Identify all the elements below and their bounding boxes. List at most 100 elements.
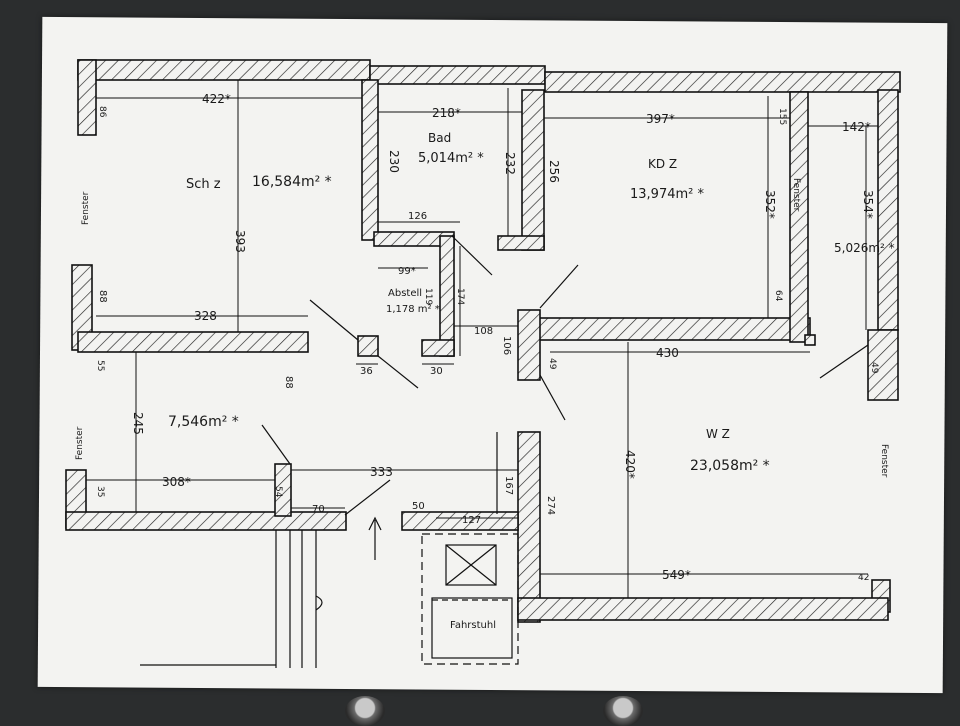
- room-name-wz: W Z: [706, 427, 730, 441]
- wall-right-mid: [867, 329, 899, 401]
- window-left-lower: Fenster: [75, 426, 85, 460]
- dim-70: 70: [312, 504, 325, 515]
- room-name-bad: Bad: [428, 131, 451, 145]
- wall-right-top: [877, 89, 899, 331]
- wall-schz-bottom: [77, 331, 309, 353]
- room-area-kdz: 13,974m² *: [630, 187, 704, 202]
- wall-lower-stub: [274, 463, 292, 517]
- dimension-lines: [86, 80, 878, 598]
- door-swing-8: [344, 479, 391, 516]
- dim-35: 35: [95, 486, 105, 497]
- dim-167: 167: [503, 476, 514, 495]
- stair-curve: [315, 595, 323, 611]
- dim-99: 99*: [398, 266, 416, 277]
- elevator-shaft: [421, 533, 519, 665]
- room-name-schz: Sch z: [186, 177, 221, 192]
- room-name-kdz: KD Z: [648, 157, 677, 171]
- wall-top-left: [77, 59, 371, 81]
- door-swing-7: [261, 424, 291, 465]
- room-area-bad: 5,014m² *: [418, 151, 484, 166]
- room-area-small-right: 5,026m² *: [834, 241, 895, 255]
- dim-430: 430: [656, 346, 679, 360]
- door-swing-2: [377, 355, 419, 389]
- room-labels: Sch z 16,584m² * Bad 5,014m² * KD Z 13,9…: [168, 131, 895, 631]
- dim-42: 42: [858, 573, 869, 583]
- door-swing-5: [539, 374, 566, 421]
- dim-108: 108: [474, 326, 493, 337]
- door-swing-4: [539, 264, 579, 309]
- wall-corner: [804, 334, 816, 346]
- dim-397: 397*: [646, 112, 675, 126]
- dim-174: 174: [455, 288, 465, 305]
- window-left-upper: Fenster: [81, 191, 91, 225]
- dim-55: 55: [95, 360, 105, 371]
- dim-245: 245: [131, 412, 145, 435]
- elevator-box: [445, 544, 497, 586]
- dim-333: 333: [370, 465, 393, 479]
- dim-50: 50: [412, 501, 425, 512]
- wall-wz-bottom: [517, 597, 889, 621]
- door-swing-1: [309, 299, 359, 341]
- dim-354: 354*: [861, 190, 875, 219]
- wall-bad-kdz-foot: [497, 235, 545, 251]
- dim-127: 127: [462, 515, 481, 526]
- window-labels: Fenster Fenster Fenster Fenster: [75, 178, 889, 478]
- dim-36: 36: [360, 366, 373, 377]
- wall-bad-kdz: [521, 89, 545, 251]
- entry-arrowhead: [368, 516, 382, 531]
- dim-88b: 88: [283, 376, 294, 389]
- room-area-abstell: 1,178 m² *: [386, 304, 440, 315]
- dim-126: 126: [408, 211, 427, 222]
- walls: [65, 59, 901, 623]
- dim-88a: 88: [97, 290, 108, 303]
- dim-119: 119: [423, 288, 433, 305]
- dim-308: 308*: [162, 475, 191, 489]
- room-area-wz: 23,058m² *: [690, 458, 770, 474]
- dim-232: 232: [503, 152, 517, 175]
- window-wz-right: Fenster: [879, 444, 889, 478]
- dim-256: 256: [547, 160, 561, 183]
- wall-kdz-bottom: [519, 317, 811, 341]
- dim-106: 106: [501, 336, 512, 355]
- dim-393: 393: [233, 230, 247, 253]
- dim-30: 30: [430, 366, 443, 377]
- room-area-schz: 16,584m² *: [252, 174, 332, 190]
- wall-abstell-bottom: [421, 339, 455, 357]
- wall-bottom-left: [65, 511, 347, 531]
- dim-230: 230: [387, 150, 401, 173]
- dim-274: 274: [545, 496, 556, 515]
- window-kdz-right: Fenster: [791, 178, 801, 212]
- wall-kdz-right: [789, 91, 809, 343]
- plan-lines: [140, 235, 869, 668]
- door-swing-3: [451, 235, 493, 276]
- dim-352: 352*: [763, 190, 777, 219]
- dim-49b: 49: [869, 362, 879, 374]
- dim-86: 86: [97, 106, 107, 118]
- dim-422: 422*: [202, 92, 231, 106]
- dim-549: 549*: [662, 568, 691, 582]
- dim-420: 420*: [623, 450, 637, 479]
- room-area-left-lower: 7,546m² *: [168, 414, 239, 430]
- wall-stub-36: [357, 335, 379, 357]
- wall-abstell-right: [439, 235, 455, 357]
- wall-left-top: [77, 59, 97, 136]
- dim-142: 142*: [842, 120, 871, 134]
- dim-155: 155: [777, 108, 787, 125]
- door-swing-6: [819, 344, 869, 379]
- wall-corridor-stub: [517, 309, 541, 381]
- dim-54: 54: [273, 486, 283, 498]
- dimension-labels: 422* 218* 397* 142* 393 230 232 256 352*…: [95, 92, 879, 583]
- dim-49a: 49: [547, 358, 557, 370]
- wall-stair-top: [401, 511, 519, 531]
- dim-64: 64: [773, 290, 783, 302]
- room-name-abstell: Abstell: [388, 288, 422, 299]
- dim-218: 218*: [432, 106, 461, 120]
- elevator-label: Fahrstuhl: [450, 620, 496, 631]
- wall-schz-bad: [361, 79, 379, 241]
- elevator-x-2: [445, 544, 497, 586]
- wall-wz-left: [517, 431, 541, 623]
- elevator-car: [431, 597, 513, 659]
- wall-top-middle: [369, 65, 546, 85]
